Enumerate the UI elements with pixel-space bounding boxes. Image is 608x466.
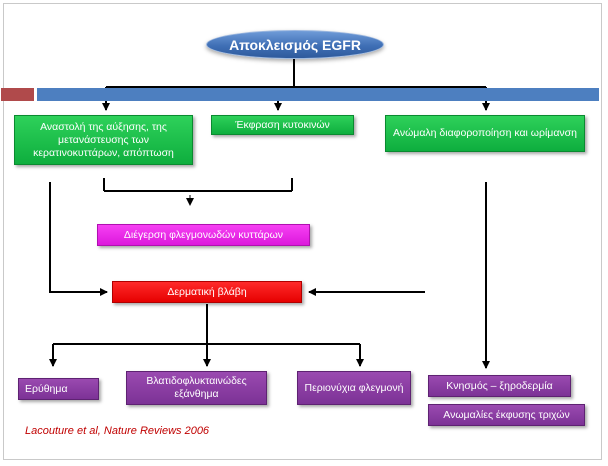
box-abnormal-differentiation: Ανώμαλη διαφοροποίηση και ωρίμανση	[385, 115, 585, 152]
box-paronychia: Περιονύχια φλεγμονή	[297, 371, 411, 405]
box-erythema: Ερύθημα	[18, 378, 99, 400]
diagram-title: Αποκλεισμός EGFR	[206, 30, 384, 59]
box-growth-inhibition: Αναστολή της αύξησης, της μετανάστευσης …	[14, 115, 193, 165]
header-band-red	[1, 88, 34, 101]
box-papulopustular-rash: Βλατιδοφλυκταινώδες εξάνθημα	[126, 371, 267, 405]
box-hair-abnormalities: Ανωμαλίες έκφυσης τριχών	[428, 404, 585, 426]
box-cytokine-expression: Έκφραση κυτοκινών	[211, 115, 354, 135]
header-band-blue	[37, 88, 599, 101]
box-pruritus-xerosis: Κνησμός – ξηροδερμία	[428, 375, 571, 397]
box-inflammatory-cells: Διέγερση φλεγμονωδών κυττάρων	[97, 224, 310, 246]
citation-text: Lacouture et al, Nature Reviews 2006	[25, 425, 210, 437]
box-skin-lesion: Δερματική βλάβη	[112, 281, 302, 303]
arrow-to-skin-lesion-left	[49, 182, 108, 296]
